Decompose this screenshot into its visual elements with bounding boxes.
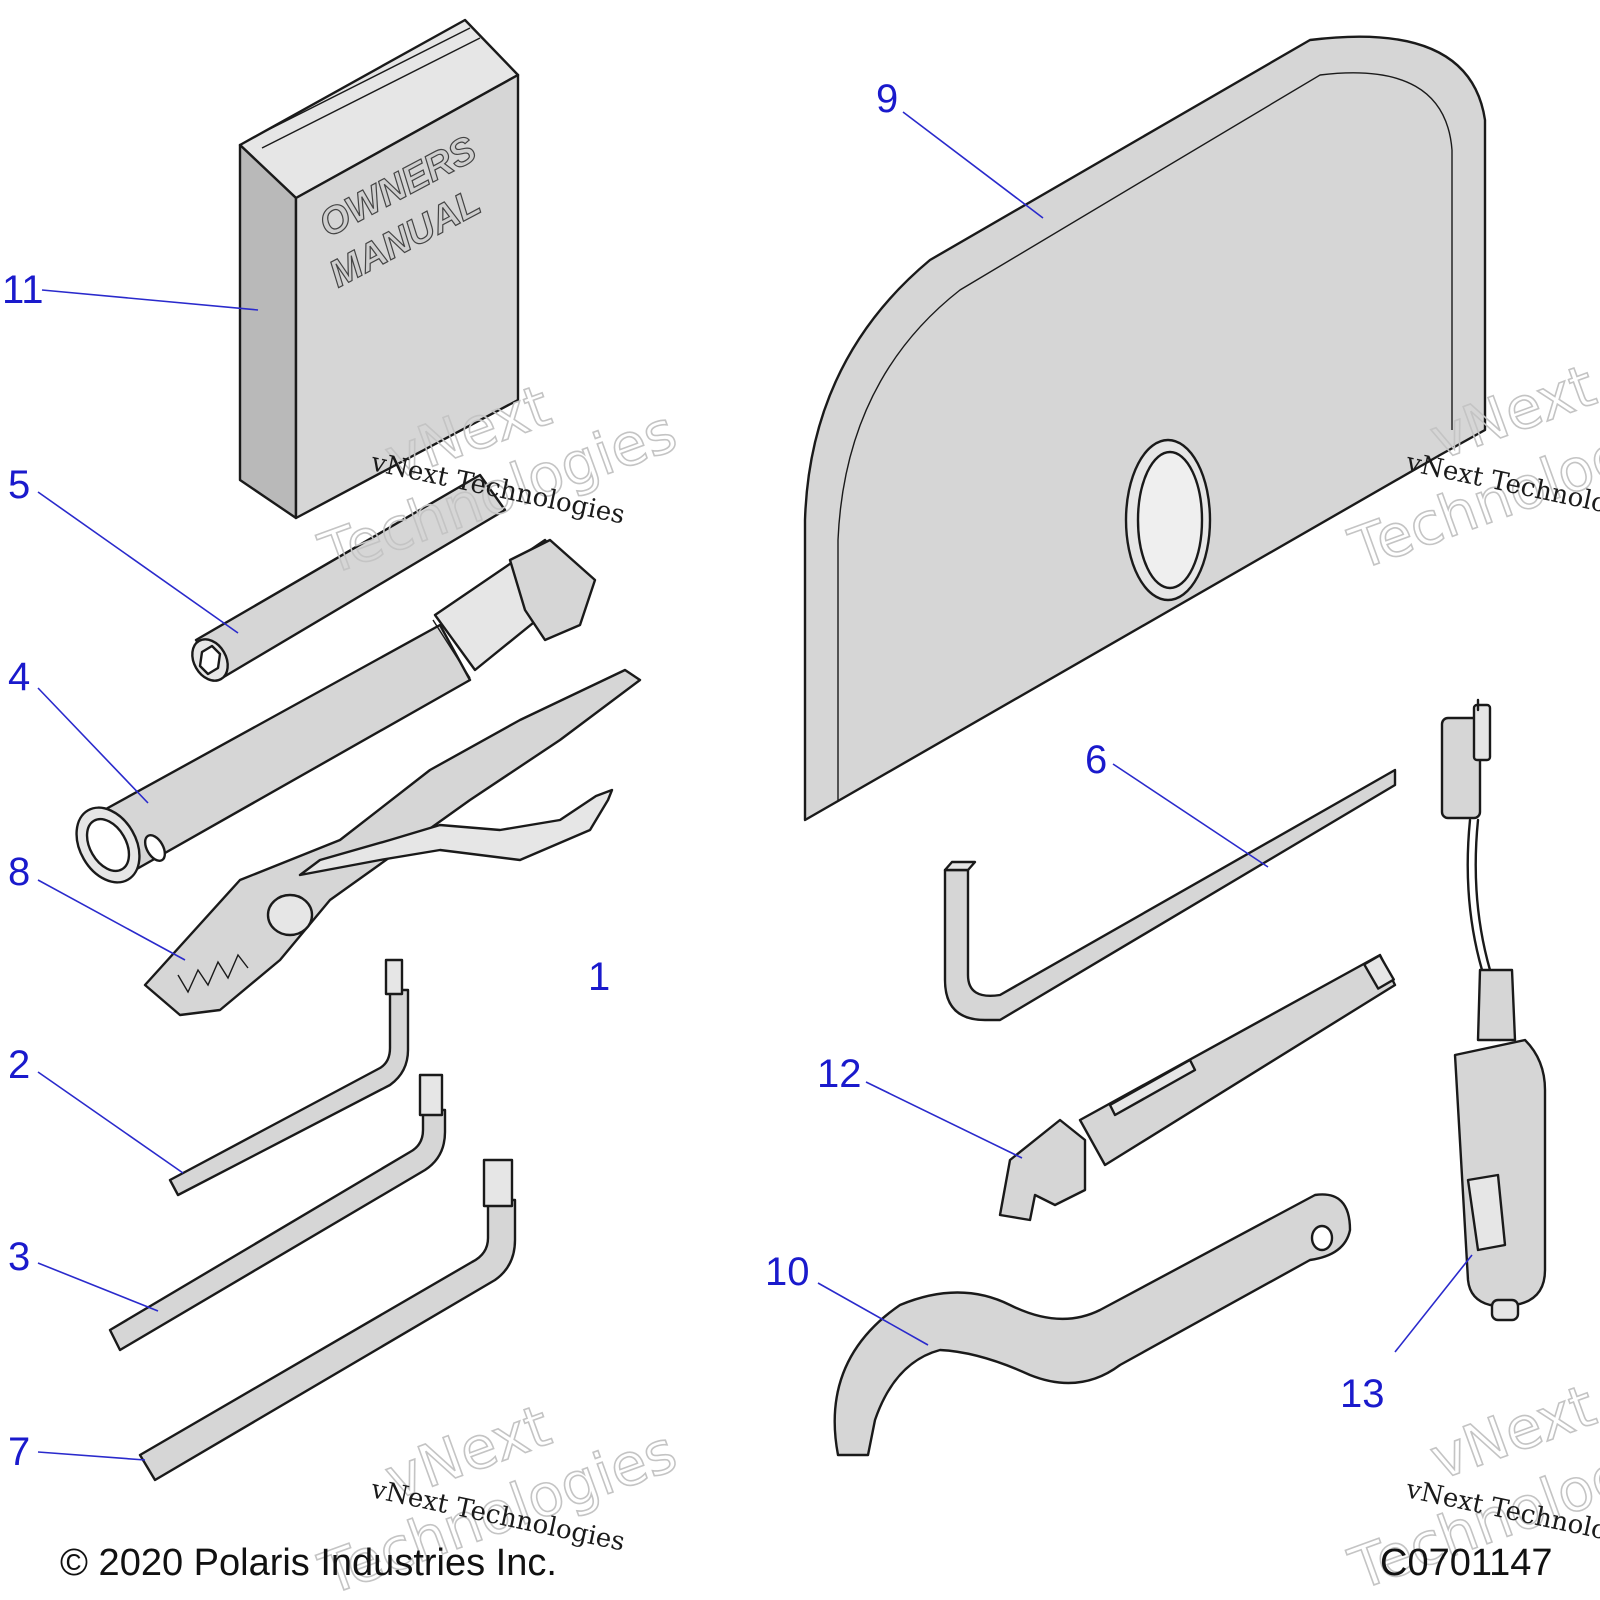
- leader-4: [37, 687, 149, 804]
- spanner-wrench: [833, 1193, 1352, 1457]
- leader-6: [1112, 763, 1269, 868]
- callout-6: 6: [1085, 738, 1107, 782]
- hex-socket-tube-small: [191, 473, 507, 682]
- leader-7: [37, 1451, 146, 1461]
- callout-8: 8: [8, 850, 30, 894]
- callout-9: 9: [876, 77, 898, 121]
- leader-12: [865, 1081, 1023, 1159]
- pliers: [143, 668, 642, 1017]
- leader-8: [37, 879, 186, 961]
- callout-3: 3: [8, 1235, 30, 1279]
- callout-1: 1: [588, 955, 610, 999]
- callout-4: 4: [8, 655, 30, 699]
- charging-cable: [1440, 698, 1547, 1322]
- tool-pouch: [803, 35, 1487, 822]
- leader-3: [37, 1262, 159, 1312]
- leader-13: [1394, 1254, 1473, 1353]
- owners-manual-book: OWNERS MANUAL: [238, 18, 520, 520]
- leader-11: [41, 289, 259, 311]
- callout-12: 12: [817, 1052, 862, 1096]
- tire-pressure-gauge: [998, 953, 1397, 1222]
- copyright-text: © 2020 Polaris Industries Inc.: [60, 1542, 557, 1584]
- callout-labels: 1 2 3 4 5 6 7 8 9 10 11 12 13: [2, 77, 1385, 1474]
- leader-2: [37, 1071, 184, 1174]
- torx-key-small: [168, 958, 410, 1197]
- leader-9: [902, 111, 1044, 219]
- callout-5: 5: [8, 463, 30, 507]
- torx-key-large: [138, 1158, 517, 1482]
- leader-10: [817, 1282, 929, 1346]
- leader-5: [37, 491, 239, 634]
- torx-key-medium: [108, 1073, 447, 1352]
- callout-10: 10: [765, 1250, 810, 1294]
- callout-7: 7: [8, 1430, 30, 1474]
- callout-2: 2: [8, 1043, 30, 1087]
- hex-key-large: [943, 768, 1397, 1022]
- diagram-code: C0701147: [1380, 1542, 1553, 1584]
- callout-13: 13: [1340, 1372, 1385, 1416]
- leader-lines: [37, 111, 1473, 1461]
- spark-plug-wrench: [75, 538, 597, 884]
- callout-11: 11: [2, 268, 44, 312]
